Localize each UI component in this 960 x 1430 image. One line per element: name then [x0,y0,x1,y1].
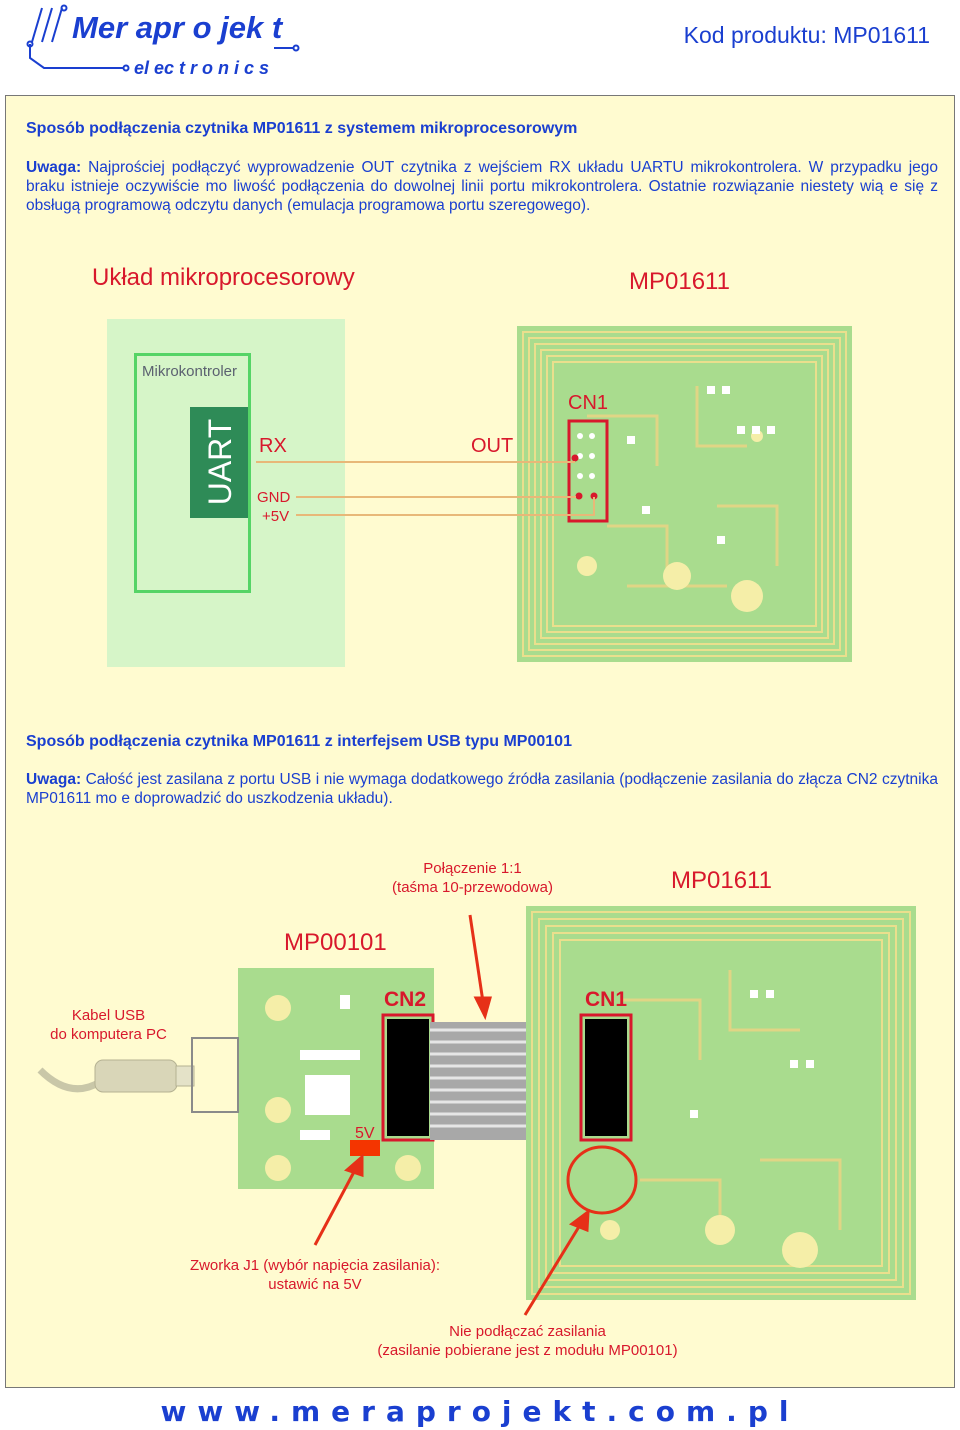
section1-heading: Sposób podłączenia czytnika MP01611 z sy… [26,120,578,137]
connection-label: Połączenie 1:1 (taśma 10-przewodowa) [370,859,575,897]
5v-label: +5V [262,508,290,525]
usb-cable [37,1067,102,1093]
logo-line-2: el ec t r o n i c s [134,58,270,78]
jumper-label: Zworka J1 (wybór napięcia zasilania): us… [160,1256,470,1294]
micro-system-title: Układ mikroprocesorowy [92,264,355,291]
section2-note-label: Uwaga: [26,771,82,788]
cn2-connector [387,1019,429,1136]
no-power-label: Nie podłączać zasilania (zasilanie pobie… [355,1322,700,1360]
section2-heading: Sposób podłączenia czytnika MP01611 z in… [26,733,572,750]
section2-note: Uwaga: Całość jest zasilana z portu USB … [26,770,938,808]
cn1-label-2: CN1 [585,988,628,1011]
rx-label: RX [259,435,287,457]
connection-line-1: Połączenie 1:1 [423,860,522,877]
jumper-line-2: ustawić na 5V [268,1276,362,1293]
jumper-line-1: Zworka J1 (wybór napięcia zasilania): [189,1257,441,1274]
nopower-line-2: (zasilanie pobierane jest z modułu MP001… [377,1342,678,1359]
mp01611-pcb-1 [517,326,852,662]
mp00101-title: MP00101 [284,929,387,956]
connection-line-2: (taśma 10-przewodowa) [392,879,553,896]
product-code: Kod produktu: MP01611 [683,22,930,48]
uart-block [190,407,248,518]
section1-note-label: Uwaga: [26,159,82,176]
nopower-line-1: Nie podłączać zasilania [449,1323,606,1340]
usb-line-1: Kabel USB [71,1007,146,1024]
company-logo: Mer apr o jek t el ec t r o n i c s [24,4,304,86]
usb-cable-label: Kabel USB do komputera PC [36,1006,181,1044]
mp01611-pcb-2 [526,906,916,1300]
usb-plug-icon [94,1059,178,1093]
mp01611-title-2: MP01611 [671,867,772,894]
section2-note-text: Całość jest zasilana z portu USB i nie w… [26,771,938,807]
5v-jumper-label: 5V [355,1125,375,1142]
microcontroller-box [134,353,251,593]
mp01611-title-1: MP01611 [629,268,730,295]
cn2-label: CN2 [384,988,427,1011]
cn1-connector [585,1019,627,1136]
gnd-label: GND [257,489,291,506]
cn1-label-1: CN1 [568,392,609,414]
section1-note-text: Najprościej podłączyć wyprowadzenie OUT … [26,159,939,214]
logo-graphic [26,4,300,72]
microcontroller-label: Mikrokontroler [142,363,238,380]
footer-website: www.meraprojekt.com.pl [160,1395,800,1428]
connection-wires-1 [256,461,595,516]
out-label: OUT [471,435,514,457]
jumper-j1 [350,1140,380,1156]
usb-diagram-graphics [37,906,916,1316]
no-power-marker [566,1145,638,1215]
section1-note: Uwaga: Najprościej podłączyć wyprowadzen… [26,158,938,215]
usb-line-2: do komputera PC [50,1026,167,1043]
logo-line-1: Mer apr o jek t [72,10,283,45]
